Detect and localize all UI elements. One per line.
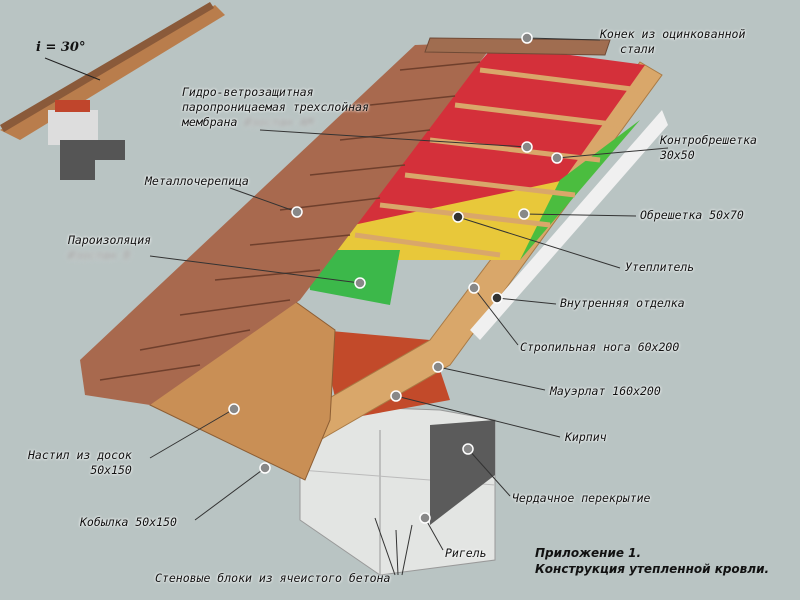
insulation-layer <box>300 180 565 260</box>
label-metal-tile: Металлочерепица <box>145 174 249 188</box>
label-rafter: Стропильная нога 60x200 <box>520 340 680 354</box>
label-attic-floor: Чердачное перекрытие <box>512 491 651 505</box>
inner-finish <box>470 110 668 340</box>
leader-lines <box>149 37 669 576</box>
membrane-layer <box>330 45 645 230</box>
label-rafter-tail: Кобылка 50x150 <box>80 515 177 529</box>
label-beam: Ригель <box>445 546 487 560</box>
label-batten: Обрешетка 50x70 <box>640 208 744 222</box>
slope-label: i = 30° <box>36 40 86 55</box>
label-wall-blocks: Стеновые блоки из ячеистого бетона <box>155 571 391 585</box>
ridge-cap <box>424 37 611 56</box>
label-brick: Кирпич <box>565 430 607 444</box>
vapor-layer <box>305 250 400 305</box>
label-insulation: Утеплитель <box>625 260 695 274</box>
marker-dots <box>228 32 563 524</box>
attic-floor-beam <box>430 420 495 525</box>
caption: Приложение 1.Конструкция утепленной кров… <box>535 546 770 576</box>
inset-slope-diagram <box>0 2 225 180</box>
label-inner-finish: Внутренняя отделка <box>560 296 685 310</box>
label-wall-plate: Мауэрлат 160x200 <box>550 384 661 398</box>
